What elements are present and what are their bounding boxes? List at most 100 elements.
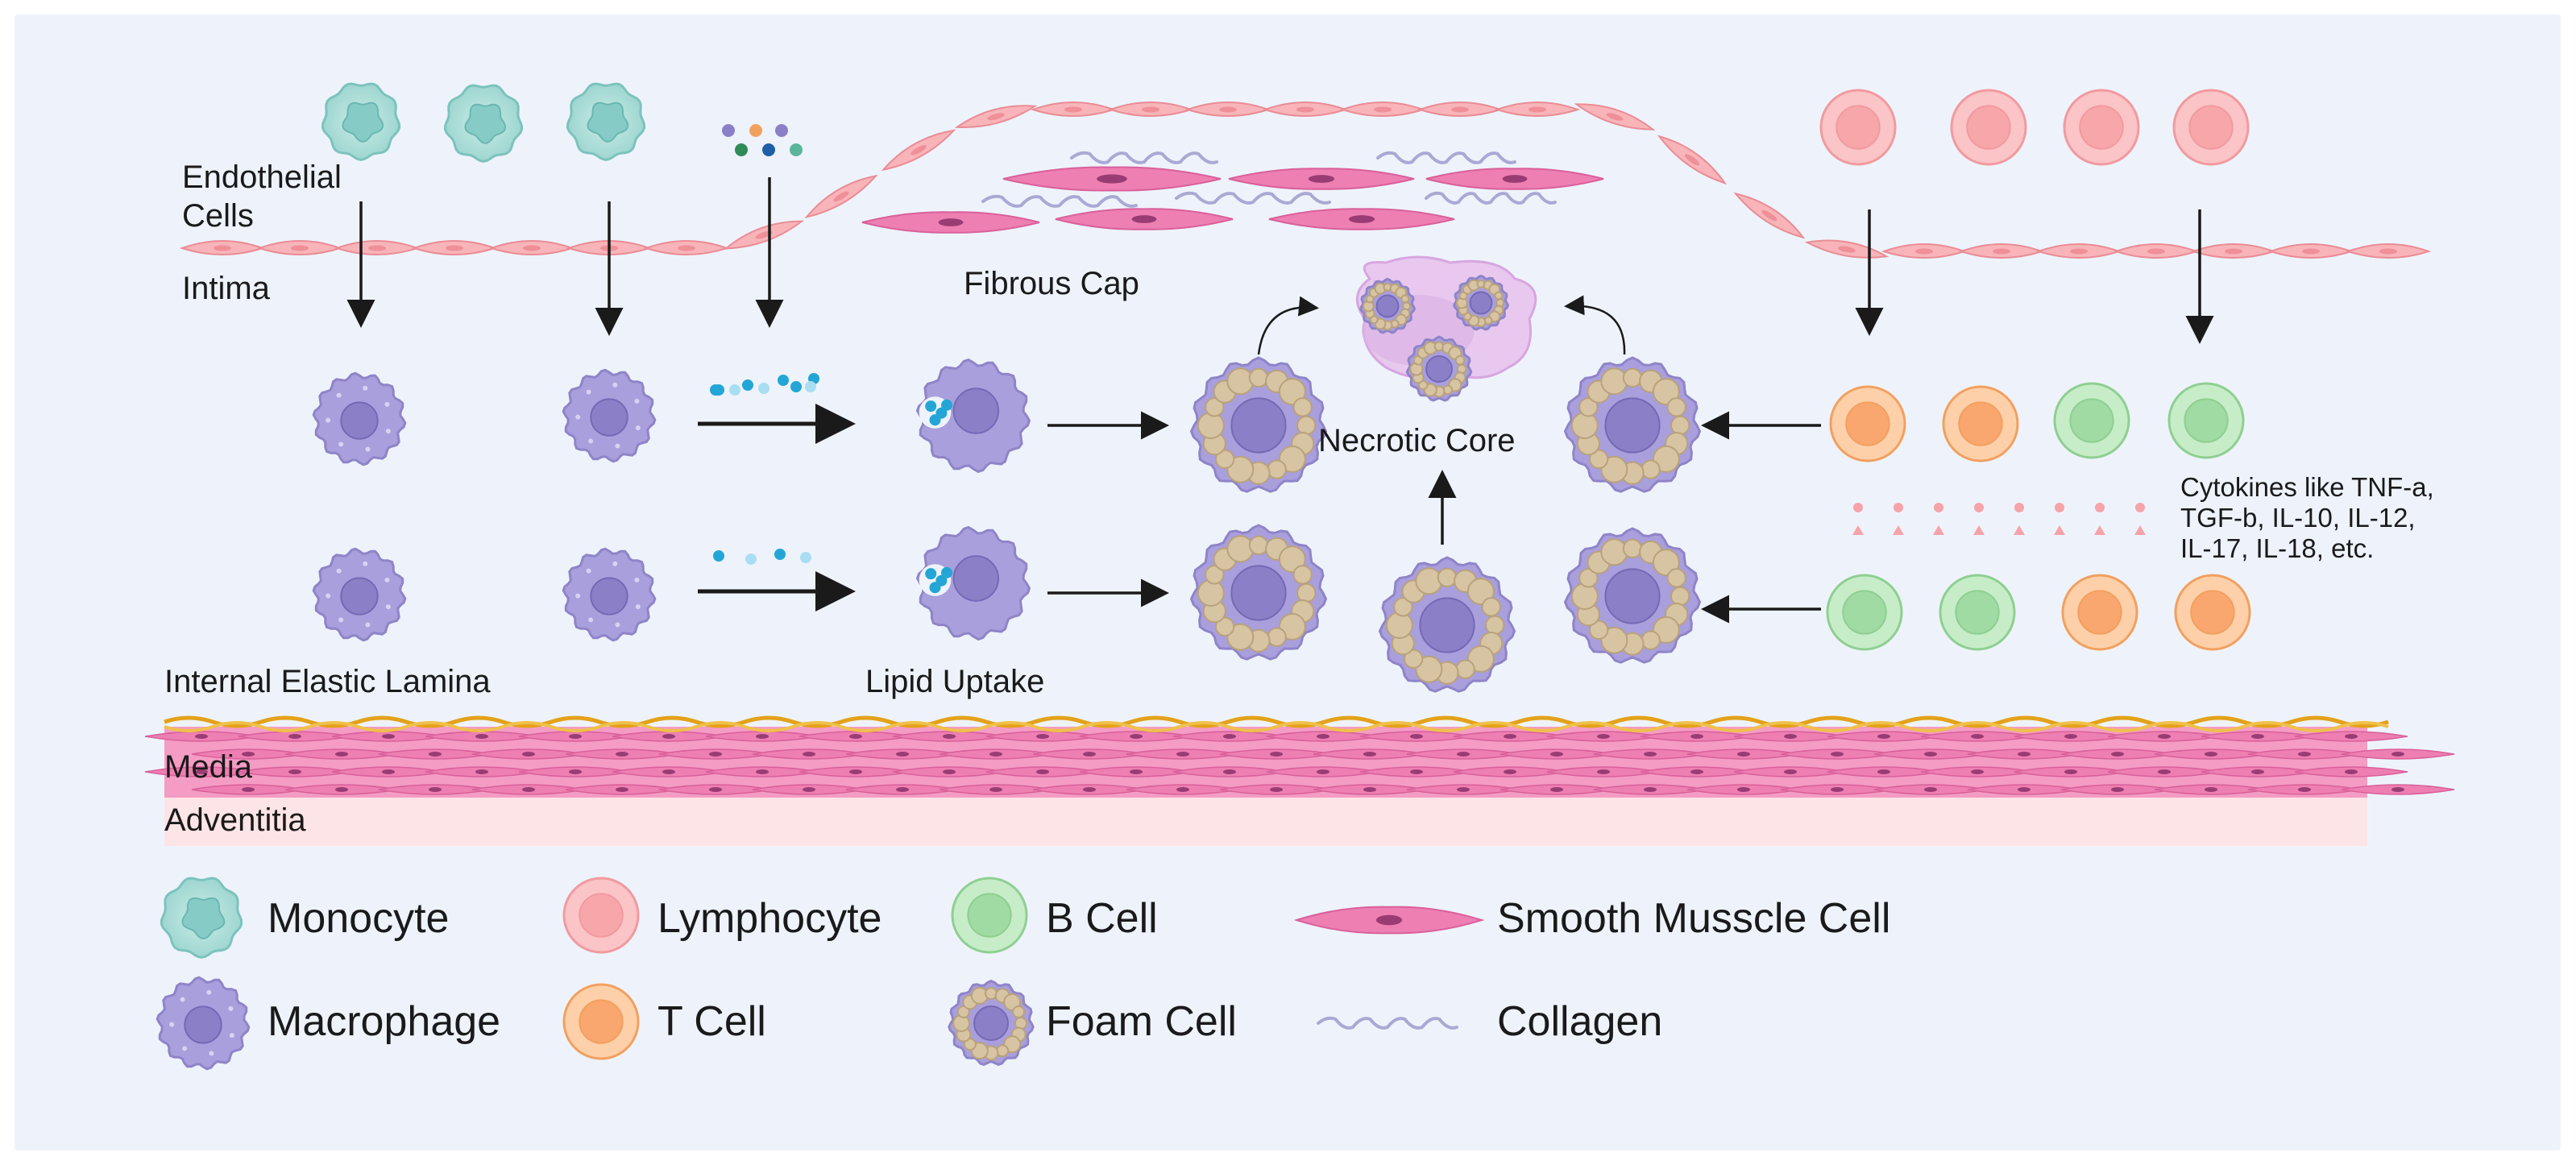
- smooth-muscle-cell-icon: [1002, 166, 1222, 192]
- endothelial-cell: [2035, 243, 2122, 259]
- cytokines-line-3: IL-17, IL-18, etc.: [2180, 533, 2375, 563]
- cytokines-label: Cytokines like TNF-a, TGF-b, IL-10, IL-1…: [2180, 472, 2434, 564]
- endothelial-cell: [1958, 243, 2045, 259]
- endothelial-cell: [1339, 101, 1426, 118]
- endothelial-cell: [2190, 243, 2277, 259]
- arrows-layer: [346, 177, 2214, 624]
- endothelial-cell: [804, 174, 878, 219]
- intima-label: Intima: [182, 271, 270, 306]
- endothelial-cell: [724, 220, 804, 250]
- media-label: Media: [164, 749, 252, 785]
- monocyte-icon: [566, 82, 646, 161]
- smooth-muscle-cell-icon: [1228, 168, 1415, 190]
- endothelial-cell: [1417, 101, 1504, 118]
- lymphocyte-icon: [1950, 89, 2027, 166]
- macrophage-icon: [312, 371, 407, 466]
- b-cell-icon: [1939, 574, 2016, 651]
- endothelial-cell: [954, 105, 1038, 129]
- collagen-icon: [1425, 191, 1557, 205]
- necrotic-core-label: Necrotic Core: [1318, 423, 1516, 458]
- endothelial-cell: [1804, 239, 1889, 259]
- endothelial-label-line1: Endothelial: [182, 160, 342, 195]
- t-cell-icon: [1942, 385, 2019, 462]
- endothelial-cell: [881, 129, 956, 172]
- fibrous-cap: [861, 151, 1604, 234]
- endothelial-cell: [179, 239, 266, 256]
- endothelial-cell: [2113, 243, 2200, 259]
- macrophage-icon: [562, 547, 657, 642]
- legend-label-collagen: Collagen: [1497, 998, 1663, 1045]
- b-cell-icon: [1826, 574, 1903, 651]
- foam-cell-icon: [1189, 524, 1328, 661]
- smooth-muscle-cell-icon: [1425, 168, 1604, 190]
- monocyte-icon: [443, 84, 524, 163]
- macrophage-lipid-uptake-icon: [915, 358, 1031, 474]
- smooth-muscle-cell-icon: [1055, 208, 1234, 230]
- cytokines-line-1: Cytokines like TNF-a,: [2180, 472, 2434, 502]
- smooth-muscle-cell-icon: [861, 211, 1040, 234]
- endothelial-cell: [1107, 101, 1194, 118]
- macrophage-lipid-uptake-icon: [915, 525, 1031, 641]
- curved-arrow: [1257, 296, 1319, 355]
- legend-label-b-cell: B Cell: [1046, 895, 1158, 942]
- macrophage-icon: [562, 368, 657, 463]
- smooth-muscle-cell-icon: [1293, 906, 1485, 935]
- monocyte-icon: [160, 877, 243, 959]
- foam-cell-icon: [1378, 556, 1516, 693]
- ldl-particles: [710, 373, 819, 565]
- endothelial-cell: [1494, 101, 1581, 118]
- collagen-icon: [1376, 151, 1516, 164]
- endothelial-cell: [2345, 243, 2432, 259]
- macrophage-icon: [312, 547, 407, 642]
- monocyte-icon: [321, 82, 401, 161]
- lipid-uptake-label: Lipid Uptake: [865, 664, 1045, 699]
- b-cell-icon: [2167, 382, 2245, 459]
- legend-label-macrophage: Macrophage: [268, 998, 501, 1045]
- cytokine-symbols: [1852, 503, 2146, 535]
- b-cell-icon: [951, 877, 1028, 954]
- collagen-icon: [1070, 151, 1218, 164]
- lipoprotein-particles: [722, 124, 803, 156]
- endothelial-cell: [643, 239, 730, 256]
- curved-arrow: [1564, 295, 1626, 355]
- internal-elastic-lamina-label: Internal Elastic Lamina: [164, 664, 491, 699]
- lymphocyte-icon: [562, 877, 640, 954]
- internal-elastic-lamina: [164, 715, 2389, 732]
- endothelium: [179, 101, 2432, 259]
- adventitia-layer: [164, 796, 2367, 846]
- endothelial-cell: [1733, 192, 1806, 239]
- endothelial-cell: [334, 239, 421, 256]
- endothelial-cell: [1262, 101, 1349, 118]
- lymphocyte-icon: [1819, 89, 1897, 166]
- collagen-icon: [1175, 191, 1331, 205]
- collagen-icon: [981, 194, 1138, 208]
- endothelial-cell: [2267, 243, 2354, 259]
- cytokines-line-2: TGF-b, IL-10, IL-12,: [2180, 503, 2416, 533]
- collagen-icon: [1317, 1016, 1458, 1030]
- legend-label-t-cell: T Cell: [657, 998, 766, 1045]
- t-cell-icon: [2061, 574, 2138, 651]
- fibrous-cap-label: Fibrous Cap: [964, 266, 1139, 301]
- endothelial-cell: [488, 239, 575, 256]
- legend-label-smooth-muscle-cell: Smooth Musscle Cell: [1497, 895, 1891, 942]
- endothelial-cell: [1657, 135, 1728, 185]
- t-cell-icon: [562, 983, 640, 1060]
- legend-label-foam-cell: Foam Cell: [1046, 998, 1237, 1045]
- foam-cell-icon: [1452, 274, 1510, 331]
- t-cell-icon: [2174, 574, 2251, 651]
- legend-icons: [156, 877, 1485, 1071]
- legend-label-lymphocyte: Lymphocyte: [657, 895, 882, 942]
- endothelial-cell: [1881, 243, 1968, 259]
- endothelial-label-line2: Cells: [182, 198, 254, 234]
- cells-layer: [312, 82, 2251, 693]
- foam-cell-icon: [1189, 356, 1328, 493]
- smooth-muscle-cell-icon: [1268, 208, 1455, 230]
- necrotic-core: [1355, 255, 1537, 402]
- endothelial-cell: [256, 239, 343, 256]
- foam-cell-icon: [1563, 356, 1702, 493]
- media-layer: [144, 727, 2455, 798]
- t-cell-icon: [1829, 385, 1906, 462]
- lymphocyte-icon: [2063, 89, 2140, 166]
- vessel-wall-layers: [144, 715, 2455, 846]
